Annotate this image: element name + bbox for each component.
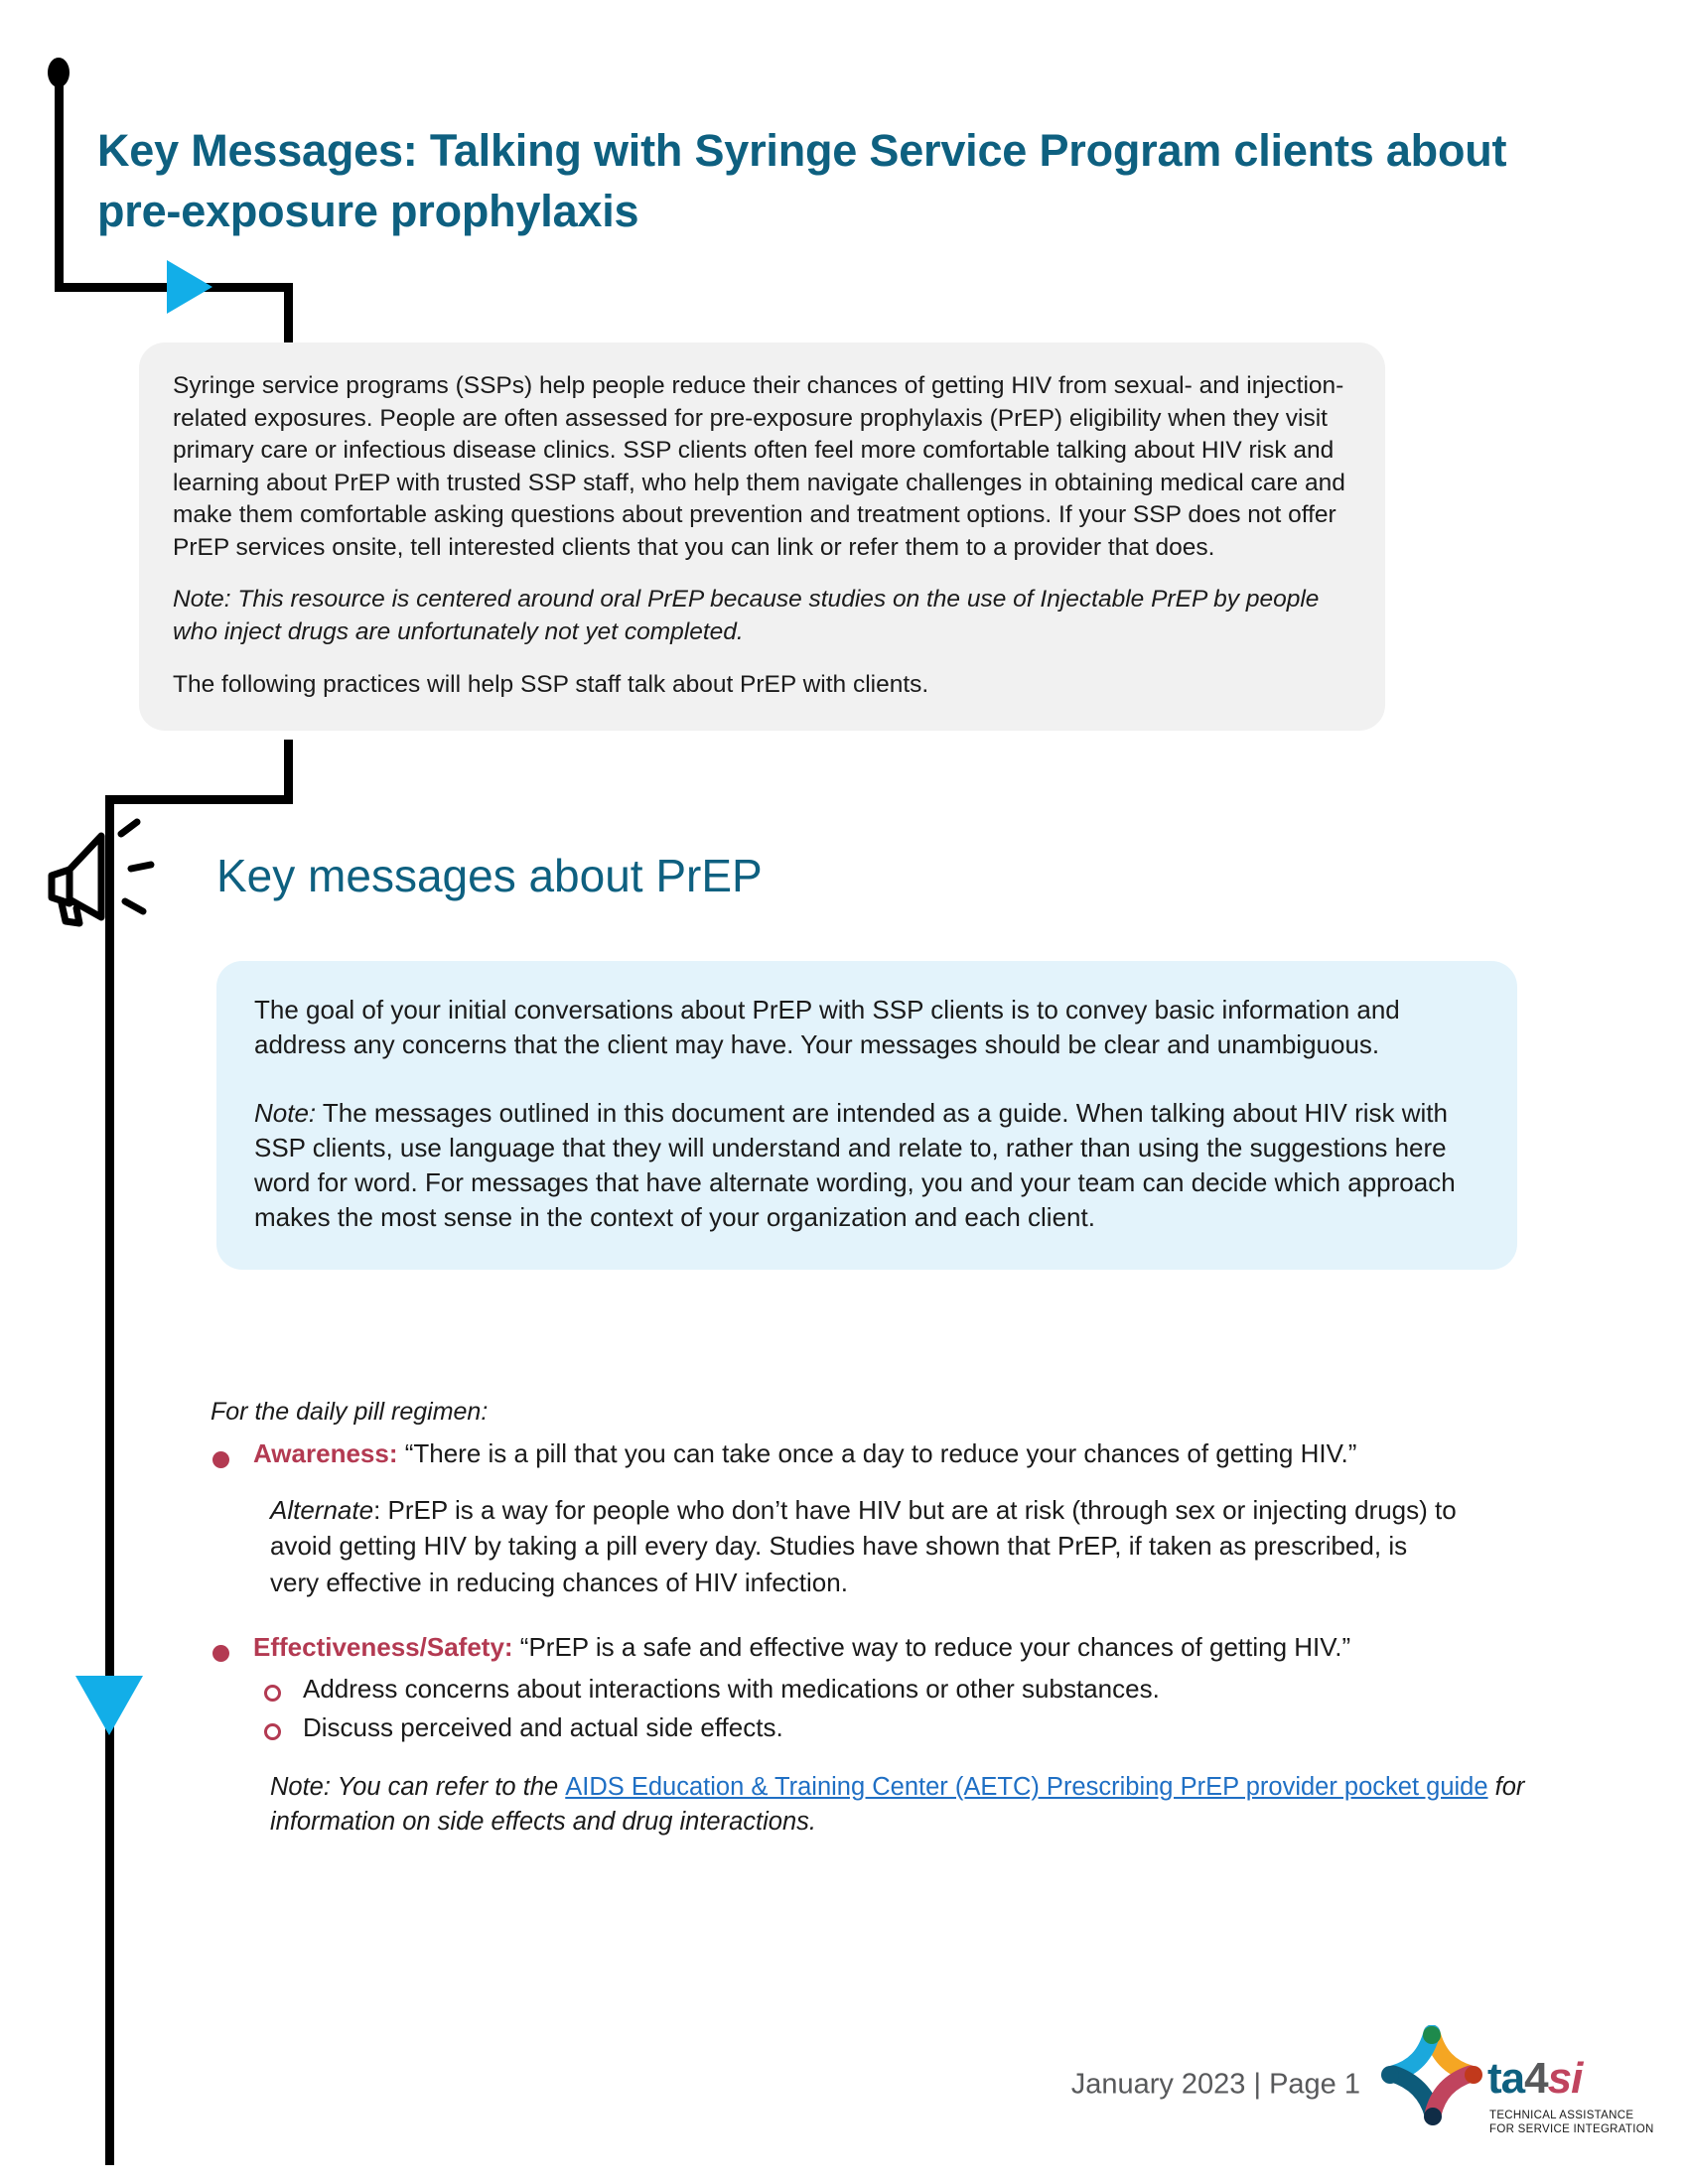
aetc-pocket-guide-link[interactable]: AIDS Education & Training Center (AETC) … xyxy=(565,1772,1488,1801)
sub-list-item: Address concerns about interactions with… xyxy=(264,1672,1529,1706)
reference-note: Note: You can refer to the AIDS Educatio… xyxy=(270,1770,1529,1841)
logo-word-ta: ta xyxy=(1487,2054,1525,2103)
bullet-lead: Awareness: xyxy=(253,1438,398,1468)
arrow-down-icon xyxy=(75,1676,143,1735)
logo-tagline: TECHNICAL ASSISTANCE FOR SERVICE INTEGRA… xyxy=(1489,2109,1654,2137)
regimen-label: For the daily pill regimen: xyxy=(211,1398,489,1426)
bullet-lead: Effectiveness/Safety: xyxy=(253,1632,513,1663)
bullet-body: “There is a pill that you can take once … xyxy=(397,1438,1357,1468)
sub-list-text: Discuss perceived and actual side effect… xyxy=(303,1712,783,1743)
bullet-circle-icon xyxy=(264,1684,281,1702)
alternate-paragraph: Alternate: PrEP is a way for people who … xyxy=(270,1492,1462,1600)
blue-card-note: Note: The messages outlined in this docu… xyxy=(254,1096,1477,1235)
logo-mark-icon xyxy=(1381,2025,1482,2125)
timeline-line-segment xyxy=(105,795,293,804)
key-messages-card: The goal of your initial conversations a… xyxy=(216,961,1517,1270)
timeline-start-dot xyxy=(48,58,70,87)
intro-card: Syringe service programs (SSPs) help peo… xyxy=(139,342,1385,732)
bullet-content: Awareness: “There is a pill that you can… xyxy=(253,1436,1529,1472)
note-body: The messages outlined in this document a… xyxy=(254,1098,1456,1233)
intro-closing: The following practices will help SSP st… xyxy=(173,670,929,698)
bullet-content: Effectiveness/Safety: “PrEP is a safe an… xyxy=(253,1630,1529,1666)
list-item: Awareness: “There is a pill that you can… xyxy=(209,1436,1529,1472)
alternate-body: : PrEP is a way for people who don’t hav… xyxy=(270,1494,1457,1597)
timeline-line-segment xyxy=(284,283,293,352)
bullet-body: “PrEP is a safe and effective way to red… xyxy=(512,1632,1351,1663)
section-heading: Key messages about PrEP xyxy=(216,850,763,901)
reference-note-suffix: for information on side effects and drug… xyxy=(270,1772,1525,1837)
intro-note: Note: This resource is centered around o… xyxy=(173,586,1320,646)
timeline-line-segment xyxy=(55,77,64,291)
logo-tagline-line2: FOR SERVICE INTEGRATION xyxy=(1489,2123,1654,2136)
ta4si-logo: ta4si TECHNICAL ASSISTANCE FOR SERVICE I… xyxy=(1370,2025,1653,2159)
list-item: Effectiveness/Safety: “PrEP is a safe an… xyxy=(209,1630,1529,1666)
logo-wordmark: ta4si xyxy=(1487,2054,1584,2103)
page-title: Key Messages: Talking with Syringe Servi… xyxy=(97,125,1507,236)
note-label: Note: xyxy=(254,1098,317,1129)
arrow-right-icon xyxy=(167,260,212,314)
bullet-circle-icon xyxy=(264,1723,281,1741)
sub-list-item: Discuss perceived and actual side effect… xyxy=(264,1710,1529,1745)
timeline-line-segment xyxy=(284,740,293,804)
logo-tagline-line1: TECHNICAL ASSISTANCE xyxy=(1489,2110,1634,2121)
footer-date-page: January 2023 | Page 1 xyxy=(1070,2068,1360,2101)
bullet-dot-icon xyxy=(212,1645,229,1663)
sub-list-text: Address concerns about interactions with… xyxy=(303,1673,1160,1704)
reference-note-prefix: Note: You can refer to the xyxy=(270,1772,566,1801)
logo-word-si: si xyxy=(1547,2054,1584,2103)
timeline-decoration xyxy=(0,0,298,2184)
logo-word-4: 4 xyxy=(1524,2054,1549,2103)
alternate-label: Alternate xyxy=(270,1494,374,1525)
sub-list: Address concerns about interactions with… xyxy=(264,1672,1529,1746)
intro-paragraph: Syringe service programs (SSPs) help peo… xyxy=(173,372,1345,561)
megaphone-icon xyxy=(40,814,199,933)
blue-card-paragraph: The goal of your initial conversations a… xyxy=(254,995,1400,1060)
timeline-line-segment xyxy=(105,795,114,2165)
bullet-section: For the daily pill regimen: Awareness: “… xyxy=(209,1398,1529,1841)
bullet-dot-icon xyxy=(212,1451,229,1468)
